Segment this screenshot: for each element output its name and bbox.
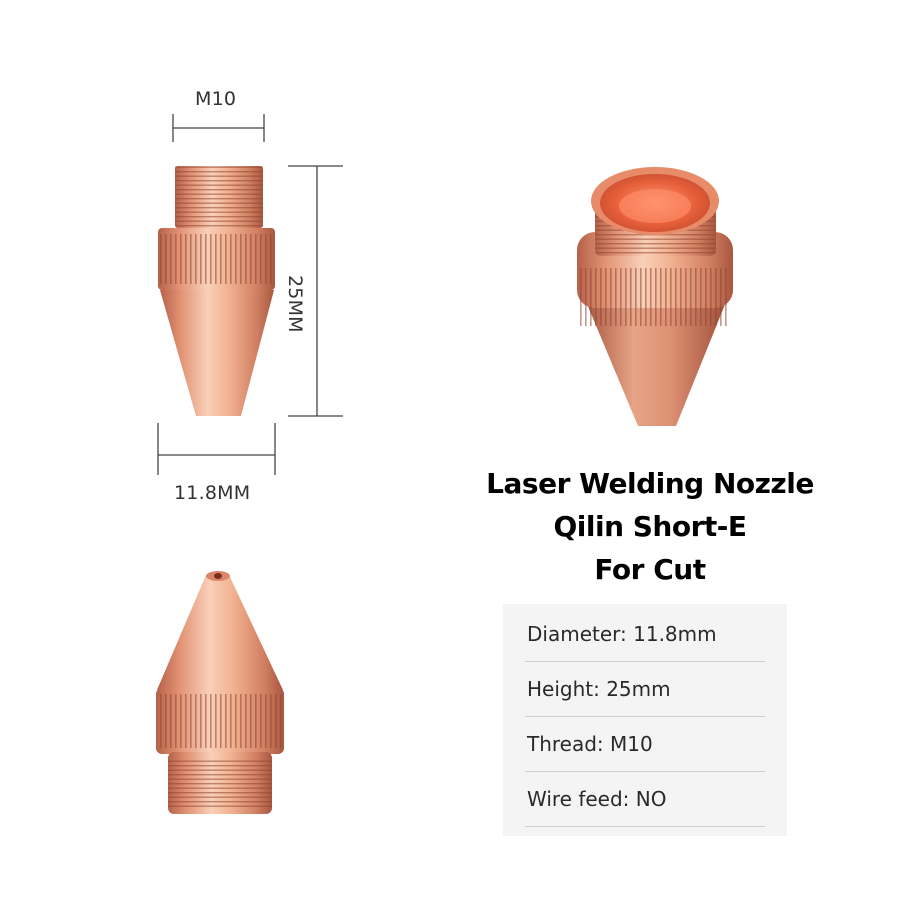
nozzle-tip-view <box>156 571 284 814</box>
spec-row-diameter: Diameter: 11.8mm <box>527 622 717 646</box>
spec-table: Diameter: 11.8mm Height: 25mm Thread: M1… <box>503 604 787 836</box>
height-dimension-label: 25MM <box>284 275 306 333</box>
spec-row-thread: Thread: M10 <box>527 732 653 756</box>
spec-divider <box>525 716 765 717</box>
spec-divider <box>525 826 765 827</box>
product-title-line-3: For Cut <box>594 553 706 586</box>
spec-divider <box>525 771 765 772</box>
product-title-line-2: Qilin Short-E <box>553 510 747 543</box>
thread-dimension-label: M10 <box>195 88 237 110</box>
nozzle-side-view <box>158 166 275 416</box>
spec-row-wire-feed: Wire feed: NO <box>527 787 667 811</box>
dimension-height-line <box>288 165 343 417</box>
nozzle-opening-view <box>577 167 733 426</box>
product-title: Laser Welding Nozzle Qilin Short-E For C… <box>440 462 860 591</box>
spec-divider <box>525 661 765 662</box>
spec-row-height: Height: 25mm <box>527 677 671 701</box>
dimension-diameter-line <box>157 423 276 475</box>
product-title-line-1: Laser Welding Nozzle <box>486 467 814 500</box>
dimension-thread-line <box>172 114 265 142</box>
diameter-dimension-label: 11.8MM <box>174 482 251 504</box>
